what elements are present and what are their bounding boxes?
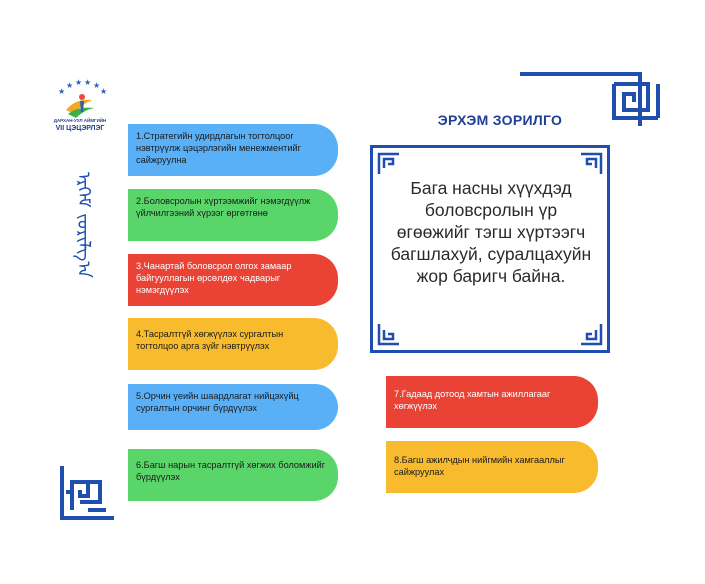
goal-text-1: 1.Стратегийн удирдлагын тогтолцоог нэвтр… (136, 131, 301, 165)
logo-stars-icon: ★ ★ ★ ★ ★ ★ (58, 78, 108, 96)
frame-corner-icon (377, 152, 399, 174)
goal-pill-5: 5.Орчин үеийн шаардлагат нийцэхүйц сурга… (128, 384, 338, 430)
page-title: ЭРХЭМ ЗОРИЛГО (437, 112, 563, 128)
goal-pill-2: 2.Боловсролын хүртээмжийг нэмэгдүүлж үйл… (128, 189, 338, 241)
mongolian-script-title: ᠡᠷᠬᠡᠮ ᠵᠣᠷᠢᠯᠭ᠎ᠠ (73, 172, 94, 278)
frame-corner-icon (581, 324, 603, 346)
goal-text-4: 4.Тасралтгүй хөгжүүлэх сургалтын тогтолц… (136, 329, 284, 351)
kindergarten-logo: ★ ★ ★ ★ ★ ★ ДАРХАН-УУЛ АЙМГИЙН VII ЦЭЦЭР… (52, 78, 108, 138)
goal-text-5: 5.Орчин үеийн шаардлагат нийцэхүйц сурга… (136, 391, 299, 413)
goal-pill-3: 3.Чанартай боловсрол олгох замаар байгуу… (128, 254, 338, 306)
logo-title: VII ЦЭЦЭРЛЭГ (55, 125, 105, 132)
goal-text-8: 8.Багш ажилчдын нийгмийн хамгааллыг сайж… (394, 455, 565, 477)
mission-frame (370, 145, 610, 353)
goal-pill-4: 4.Тасралтгүй хөгжүүлэх сургалтын тогтолц… (128, 318, 338, 370)
logo-figure-icon (66, 94, 94, 118)
goal-pill-8: 8.Багш ажилчдын нийгмийн хамгааллыг сайж… (386, 441, 598, 493)
goal-pill-1: 1.Стратегийн удирдлагын тогтолцоог нэвтр… (128, 124, 338, 176)
goal-pill-7: 7.Гадаад дотоод хамтын ажиллагааг хөгжүү… (386, 376, 598, 428)
corner-ornament-bottom-left (60, 466, 114, 520)
goal-text-2: 2.Боловсролын хүртээмжийг нэмэгдүүлж үйл… (136, 196, 311, 218)
corner-ornament-top-right (520, 72, 660, 126)
goal-text-6: 6.Багш нарын тасралтгүй хөгжих боломжийг… (136, 460, 326, 482)
logo-subtitle: ДАРХАН-УУЛ АЙМГИЙН (53, 118, 107, 123)
goal-pill-6: 6.Багш нарын тасралтгүй хөгжих боломжийг… (128, 449, 338, 501)
goal-text-3: 3.Чанартай боловсрол олгох замаар байгуу… (136, 261, 292, 295)
frame-corner-icon (377, 324, 399, 346)
mission-text: Бага насны хүүхдэд боловсролын үр өгөөжи… (390, 178, 592, 286)
svg-text:ᠡᠷᠬᠡᠮ ᠵᠣᠷᠢᠯᠭ᠎ᠠ: ᠡᠷᠬᠡᠮ ᠵᠣᠷᠢᠯᠭ᠎ᠠ (73, 172, 94, 278)
frame-corner-icon (581, 152, 603, 174)
goal-text-7: 7.Гадаад дотоод хамтын ажиллагааг хөгжүү… (394, 389, 551, 411)
